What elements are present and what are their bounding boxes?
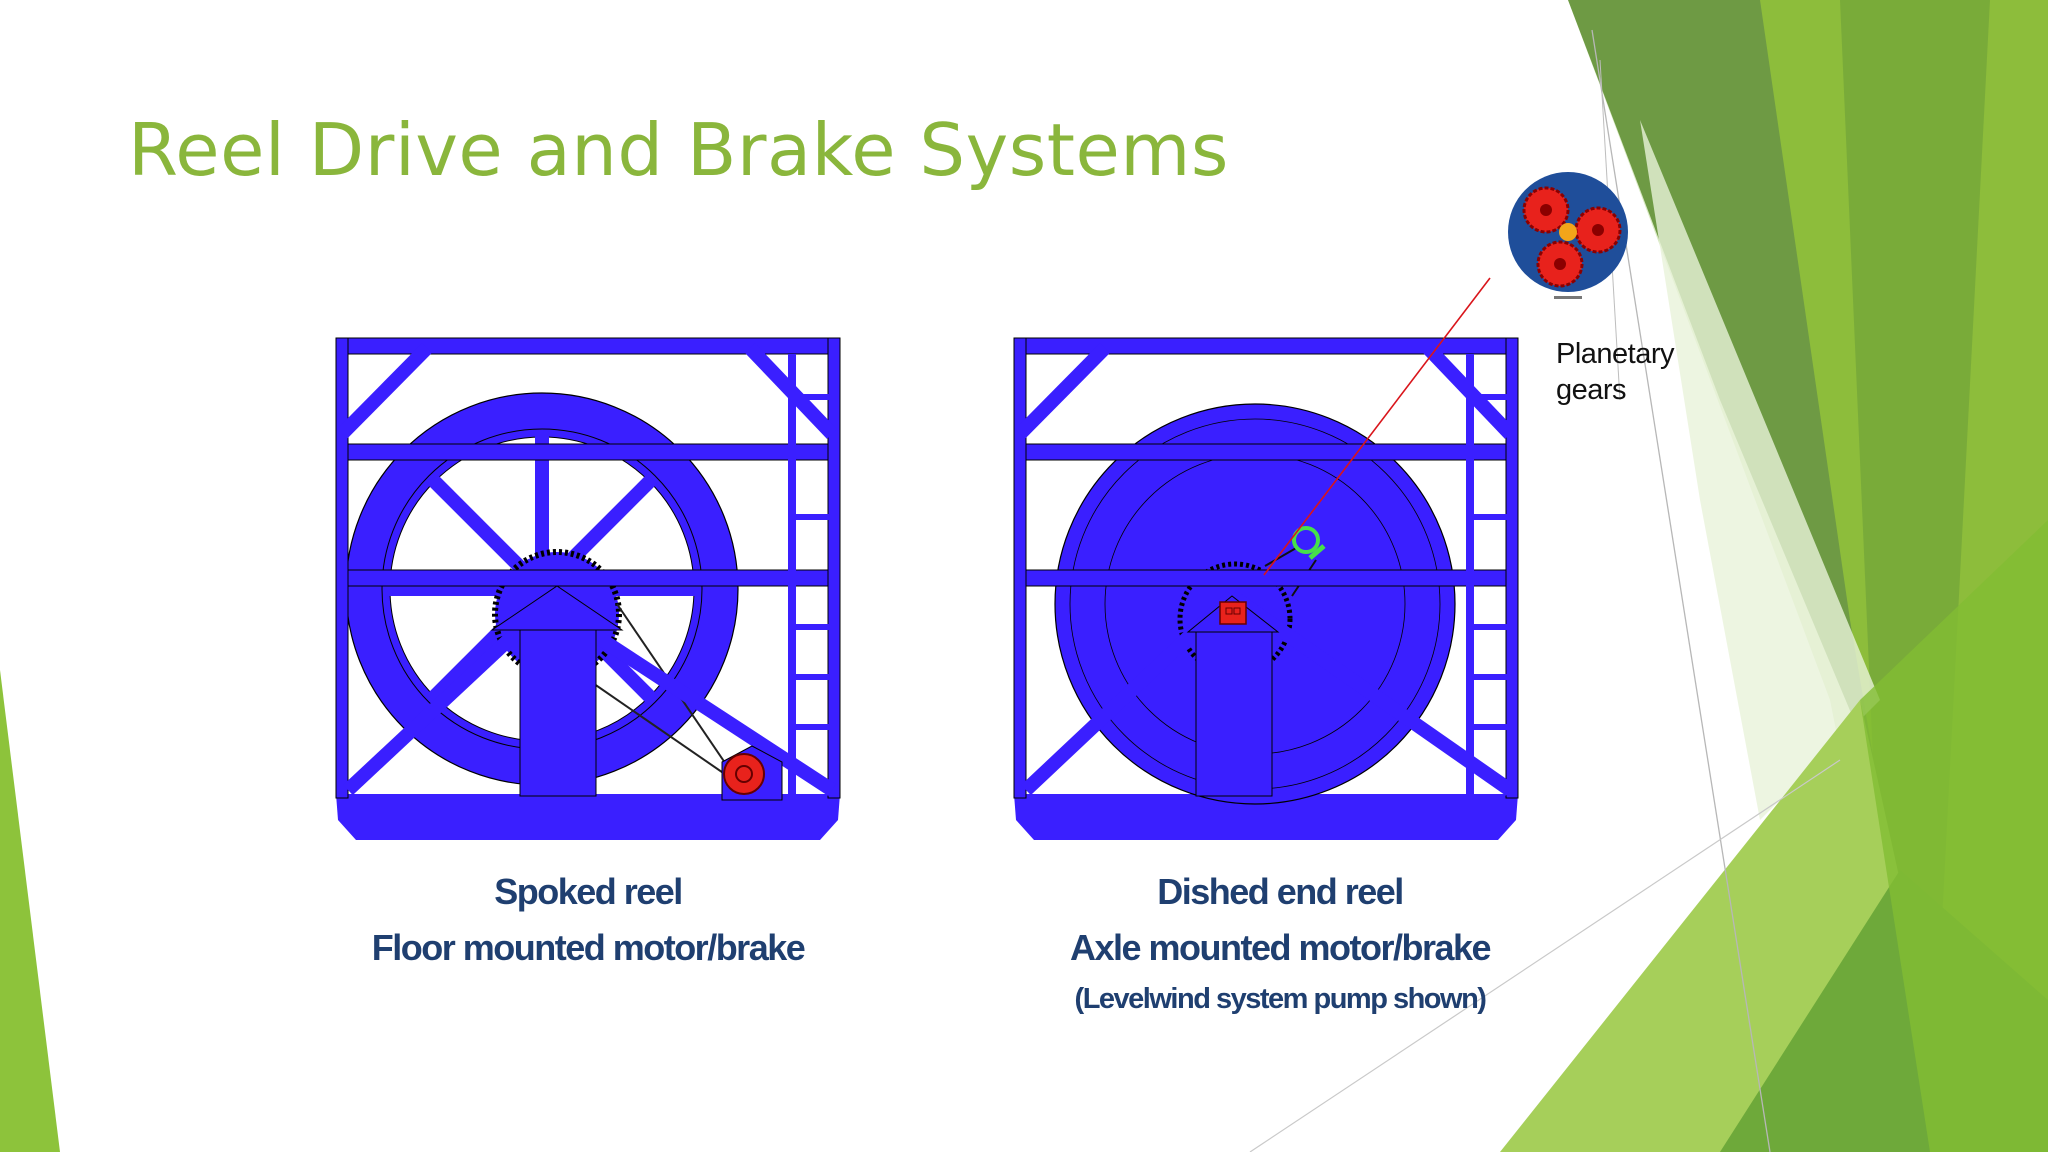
left-caption-line2: Floor mounted motor/brake [371,927,806,968]
left-caption-line1: Spoked reel [494,871,683,912]
right-caption-line3: (Levelwind system pump shown) [1074,983,1487,1015]
slide-title: Reel Drive and Brake Systems [128,108,1229,192]
spoked-reel-drawing [335,337,841,840]
planetary-gears-label-line1: Planetary [1556,338,1675,370]
right-caption-line1: Dished end reel [1157,871,1404,912]
right-reel-caption: Dished end reel Axle mounted motor/brake… [1010,864,1550,1022]
planetary-gears-label-line2: gears [1556,374,1627,406]
right-caption-line2: Axle mounted motor/brake [1069,927,1492,968]
left-reel-caption: Spoked reel Floor mounted motor/brake [332,864,844,976]
planetary-gears-icon [1508,172,1628,299]
planetary-gears-label: Planetary gears [1556,336,1675,408]
dished-reel-drawing [1013,337,1519,840]
